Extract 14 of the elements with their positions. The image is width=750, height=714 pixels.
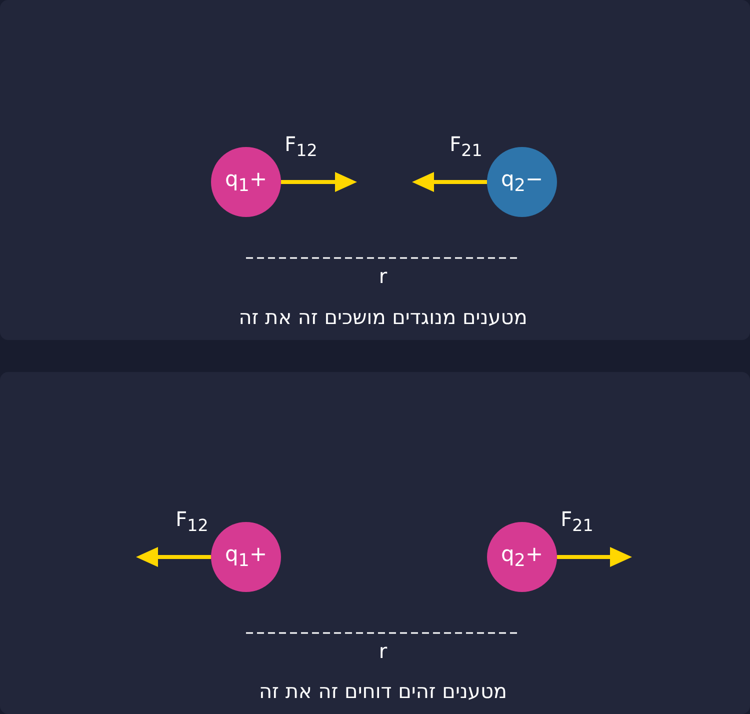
panel-card	[0, 0, 750, 340]
force-label: F$_{21}$	[450, 132, 482, 160]
distance-label: r	[378, 264, 388, 288]
caption: מטענים זהים דוחים זה את זה	[258, 679, 508, 703]
caption: מטענים מנוגדים מושכים זה את זה	[238, 305, 528, 329]
charge-circle: q$_{2}$+	[487, 522, 557, 592]
force-label: F$_{21}$	[560, 507, 594, 535]
force-label: F$_{12}$	[176, 507, 208, 535]
distance-label: r	[378, 639, 388, 663]
charge-circle: q$_{1}$+	[211, 147, 281, 217]
charge-circle: q$_{2}$−	[487, 147, 557, 217]
panel-card	[0, 372, 750, 714]
force-label: F$_{12}$	[284, 132, 318, 160]
charge-circle: q$_{1}$+	[211, 522, 281, 592]
